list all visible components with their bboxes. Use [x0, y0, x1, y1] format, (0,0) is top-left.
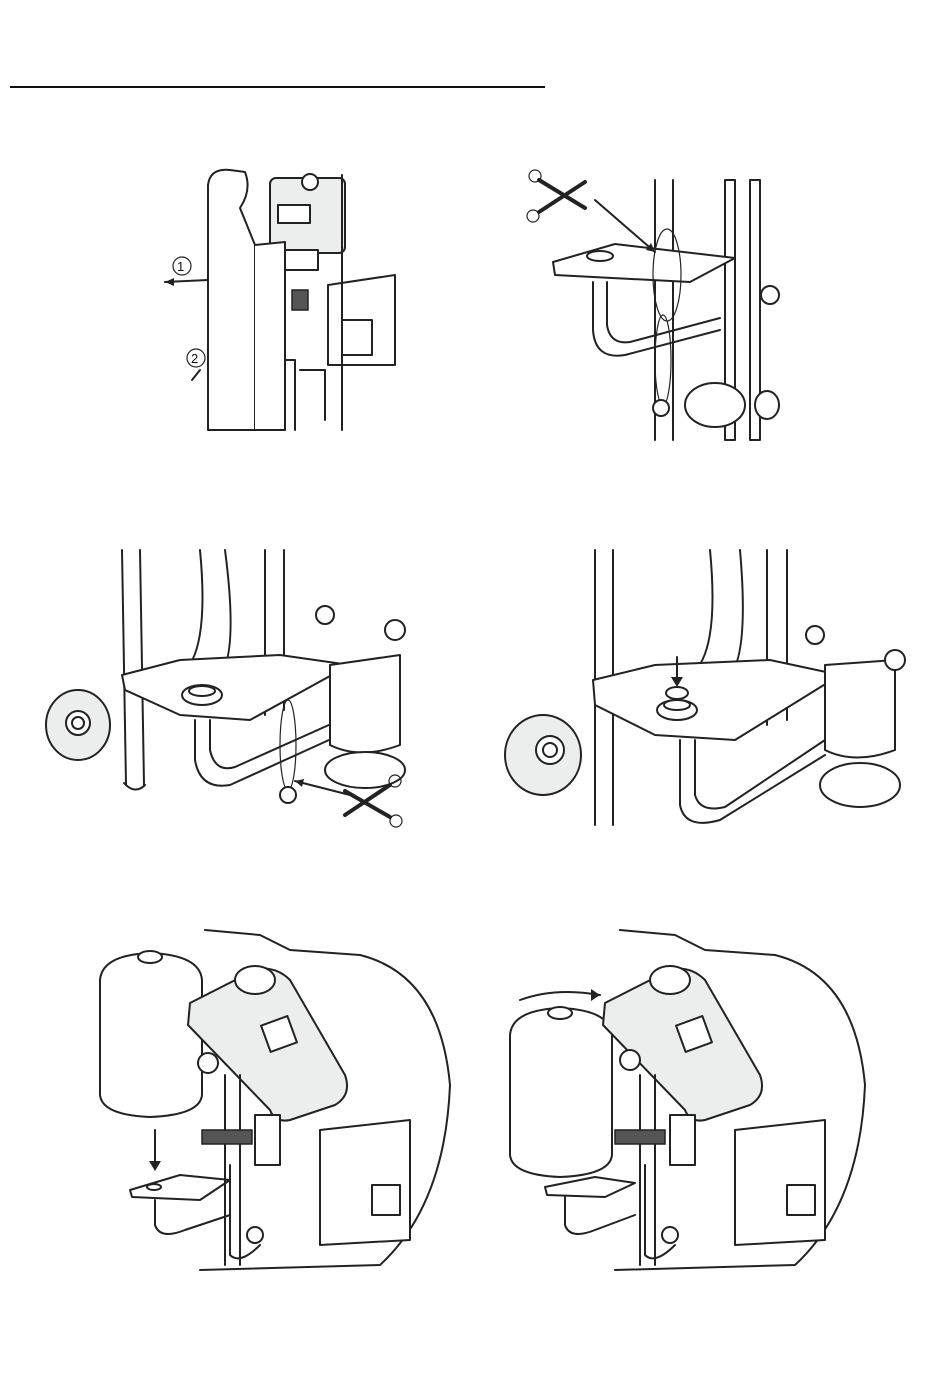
- figure-1-cover-removal: 1 2: [150, 160, 410, 445]
- cap-disc: [505, 715, 581, 795]
- expansion-vessel: [100, 953, 202, 1117]
- pressure-gauge: [620, 1050, 640, 1070]
- callout-1: 1: [177, 259, 184, 274]
- mounting-bracket: [130, 1175, 230, 1200]
- scissors-icon: [527, 170, 585, 222]
- callout-2: 2: [191, 351, 198, 366]
- front-cover: [208, 170, 255, 430]
- seal-ring: [666, 687, 688, 699]
- figure-3-cut-second-tie: [40, 545, 420, 835]
- pump-motor: [735, 1120, 825, 1245]
- rotate-arrow-icon: [520, 992, 600, 1000]
- pump-motor: [320, 1120, 410, 1245]
- pressure-gauge: [302, 174, 318, 190]
- display-panel: [278, 205, 310, 223]
- figure-6-rotate-vessel: [505, 925, 885, 1285]
- mounting-bracket: [553, 244, 735, 282]
- mounting-bracket: [545, 1177, 635, 1197]
- title-rule: [10, 86, 545, 88]
- expansion-vessel: [510, 1008, 612, 1177]
- pipe: [593, 282, 720, 356]
- mounting-bracket: [122, 655, 350, 720]
- figure-2-cut-tie: [515, 160, 805, 445]
- figure-5-mount-vessel: [90, 925, 460, 1285]
- pipe: [680, 740, 825, 823]
- mounting-bracket: [593, 660, 840, 740]
- figure-4-insert-seal: [495, 545, 920, 835]
- cap-disc: [46, 690, 110, 760]
- pressure-gauge: [198, 1053, 218, 1073]
